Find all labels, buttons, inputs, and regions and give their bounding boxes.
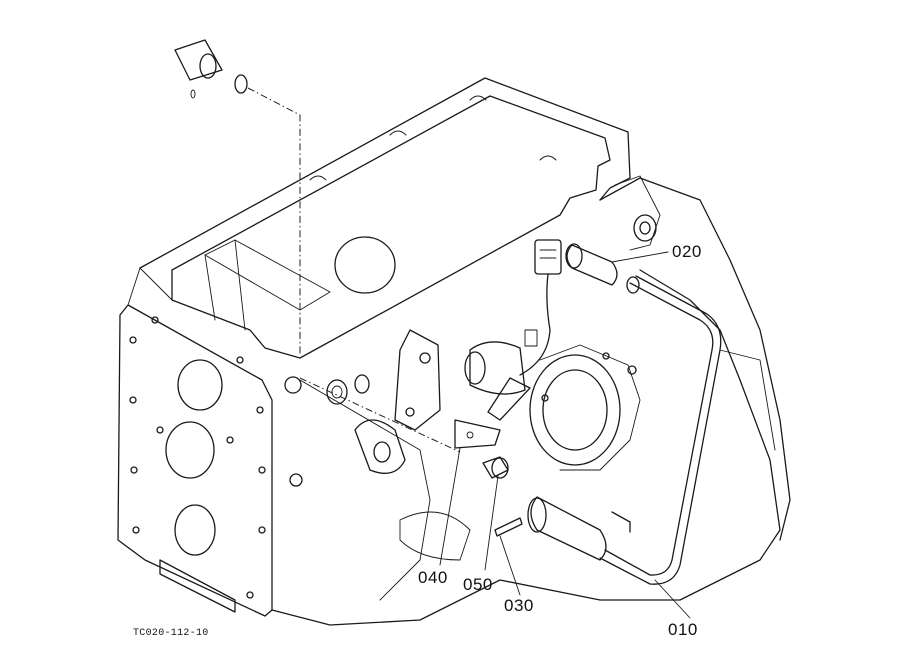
part-label-010: 010 <box>668 620 698 639</box>
part-label-040: 040 <box>418 568 448 587</box>
shaft-pin-component <box>174 39 301 355</box>
part-label-050: 050 <box>463 575 493 594</box>
part-label-020: 020 <box>672 242 702 261</box>
part-label-030: 030 <box>504 596 534 615</box>
leader-lines <box>439 251 691 619</box>
bolt-050 <box>482 456 509 479</box>
bracket-040 <box>394 329 501 449</box>
lever-rod-010 <box>527 275 722 585</box>
sensor-assembly <box>464 239 562 421</box>
washers <box>299 374 461 453</box>
reference-code: TC020-112-10 <box>133 628 209 639</box>
transmission-housing <box>117 77 791 626</box>
grip-020 <box>565 243 618 286</box>
pin-030 <box>494 517 523 537</box>
